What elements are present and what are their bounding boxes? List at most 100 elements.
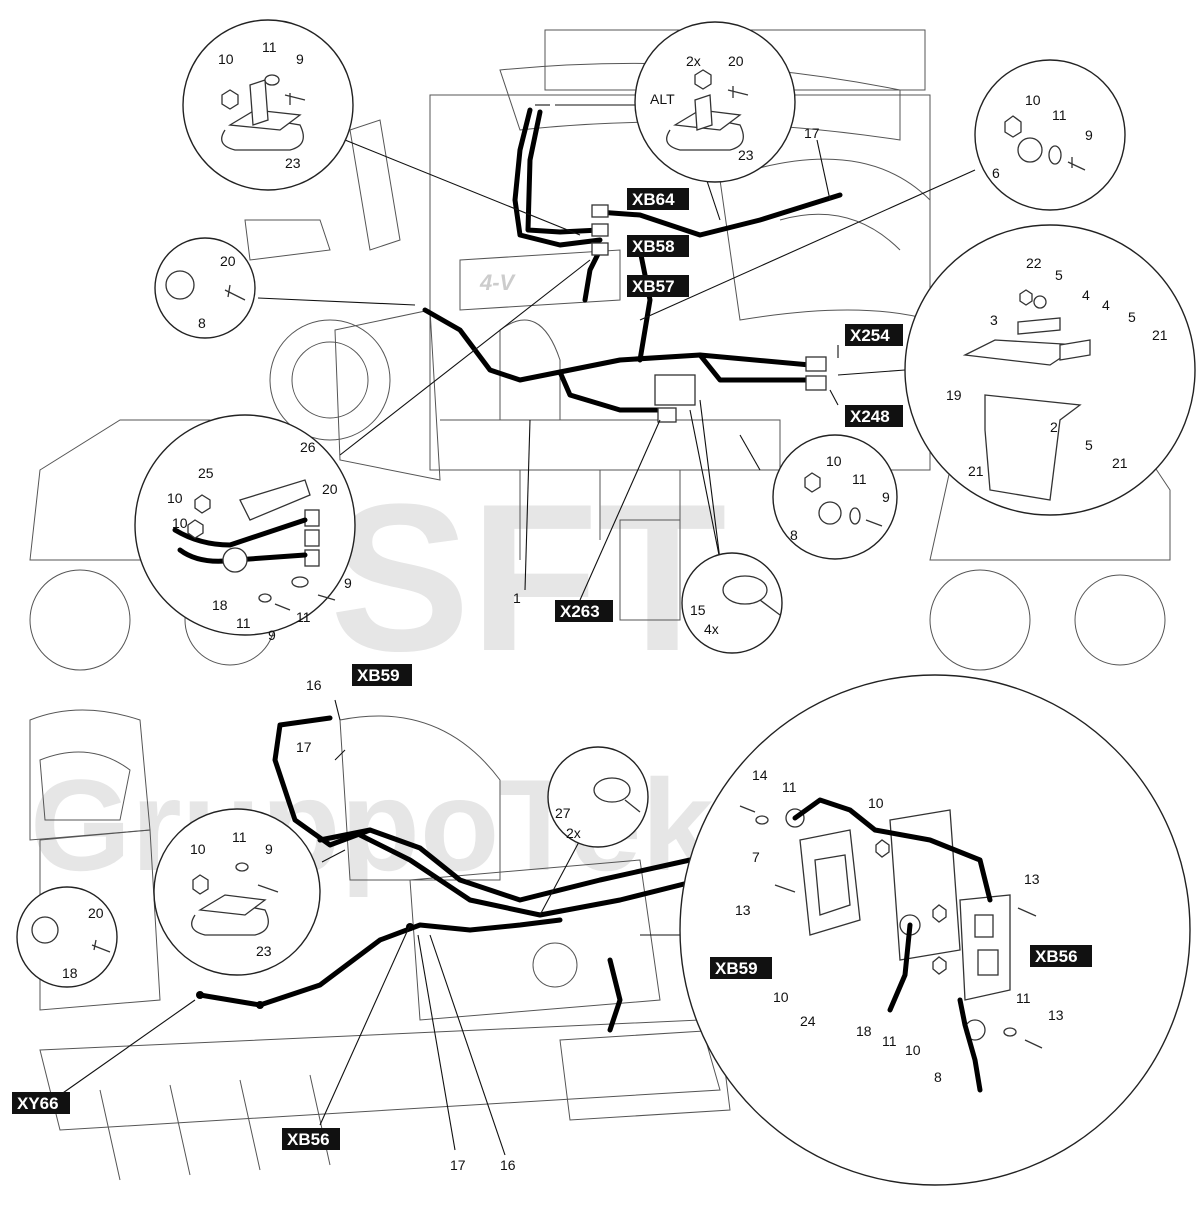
num-3: 3 (990, 312, 998, 328)
svg-text:XB56: XB56 (287, 1130, 330, 1149)
grommet-icon (222, 547, 248, 573)
num-23: 23 (738, 147, 754, 163)
nut-icon (221, 89, 239, 110)
num-18: 18 (212, 597, 228, 613)
svg-text:XB58: XB58 (632, 237, 675, 256)
detail-mid-clip: 10 11 9 8 (772, 434, 898, 560)
svg-text:X254: X254 (850, 326, 890, 345)
num-10: 10 (1025, 92, 1041, 108)
connector-xb64-body (591, 204, 609, 218)
num-1: 1 (513, 590, 521, 606)
num-21: 21 (1112, 455, 1128, 471)
connector-label-x254: X254 (845, 324, 903, 346)
num-9: 9 (1085, 127, 1093, 143)
bolt-icon (1017, 907, 1037, 917)
connector-label-x263: X263 (555, 600, 613, 622)
nut-icon (932, 904, 947, 923)
num-10: 10 (773, 989, 789, 1005)
num-22: 22 (1026, 255, 1042, 271)
connector-label-xb56-detail: XB56 (1030, 945, 1092, 967)
num-16-bottom: 16 (500, 1157, 516, 1173)
cable-tie-icon (593, 777, 631, 803)
svg-text:XB56: XB56 (1035, 947, 1078, 966)
num-18: 18 (62, 965, 78, 981)
washer-icon (1033, 295, 1047, 309)
num-5: 5 (1085, 437, 1093, 453)
bolt-icon (224, 284, 246, 301)
connector-label-xb59-detail: XB59 (710, 957, 772, 979)
num-17-bottom: 17 (450, 1157, 466, 1173)
connector-x248-body (805, 375, 827, 391)
num-23: 23 (256, 943, 272, 959)
detail-cable-tie-bottom: 27 2x (547, 746, 649, 848)
num-17-top: 17 (296, 739, 312, 755)
num-19: 19 (946, 387, 962, 403)
bolt-icon (774, 884, 796, 893)
nut-icon (694, 69, 712, 90)
qty-2x: 2x (686, 53, 701, 69)
detail-top-center-clamp: 2x 20 ALT 23 (634, 21, 796, 183)
cable-tie-icon (722, 575, 768, 605)
control-unit (959, 894, 1011, 1001)
label-alt: ALT (650, 91, 675, 107)
detail-cable-tie-top: 15 4x (681, 552, 783, 654)
bottom-harness (196, 715, 703, 1033)
svg-text:XB59: XB59 (357, 666, 400, 685)
watermark-top: SFT (330, 460, 727, 695)
washer-icon (849, 507, 861, 525)
num-11: 11 (296, 609, 311, 625)
num-27: 27 (555, 805, 571, 821)
nut-icon (875, 839, 890, 858)
terminal-icon (304, 509, 320, 527)
num-13: 13 (1024, 871, 1040, 887)
detail-module: 14 11 10 7 13 13 10 24 18 11 10 11 13 8 (679, 674, 1191, 1186)
bolt-icon (1024, 1039, 1043, 1049)
num-4: 4 (1082, 287, 1090, 303)
num-26: 26 (300, 439, 316, 455)
num-9: 9 (296, 51, 304, 67)
svg-text:XB57: XB57 (632, 277, 675, 296)
num-10: 10 (826, 453, 842, 469)
num-11: 11 (236, 615, 251, 631)
num-11: 11 (852, 471, 867, 487)
detail-bottom-clamp: 10 11 9 23 (153, 808, 321, 976)
terminal-icon (304, 529, 320, 547)
svg-text:4-V: 4-V (479, 270, 517, 295)
num-6: 6 (992, 165, 1000, 181)
nut-icon (192, 874, 209, 895)
svg-text:XY66: XY66 (17, 1094, 59, 1113)
num-4: 4 (1102, 297, 1110, 313)
svg-text:XB59: XB59 (715, 959, 758, 978)
num-10: 10 (905, 1042, 921, 1058)
nut-icon (804, 472, 821, 493)
connector-label-xb57: XB57 (627, 275, 689, 297)
nut-icon (932, 956, 947, 975)
connector-label-xy66: XY66 (12, 1092, 70, 1114)
top-harness (422, 107, 843, 413)
num-14: 14 (752, 767, 768, 783)
num-10: 10 (868, 795, 884, 811)
connector-x263-body (657, 407, 677, 423)
washer-icon (1003, 1027, 1017, 1037)
p-clip-icon (165, 270, 195, 300)
num-8: 8 (934, 1069, 942, 1085)
nut-icon (194, 494, 211, 514)
connector-label-xb56-bottom: XB56 (282, 1128, 340, 1150)
svg-text:X248: X248 (850, 407, 890, 426)
nut-icon (1004, 115, 1022, 138)
washer-icon (258, 593, 272, 603)
num-17-top: 17 (804, 125, 820, 141)
detail-left-clip: 20 8 (154, 237, 256, 339)
num-20: 20 (322, 481, 338, 497)
connector-x254-body (805, 356, 827, 372)
nut-icon (1019, 289, 1033, 306)
num-11: 11 (1016, 990, 1031, 1006)
num-9: 9 (268, 627, 276, 643)
connector-label-xb58: XB58 (627, 235, 689, 257)
nut-icon (187, 519, 204, 539)
p-clip-icon (31, 916, 59, 944)
connector-label-xb59-top: XB59 (352, 664, 412, 686)
bolt-icon (274, 603, 291, 611)
svg-text:X263: X263 (560, 602, 600, 621)
